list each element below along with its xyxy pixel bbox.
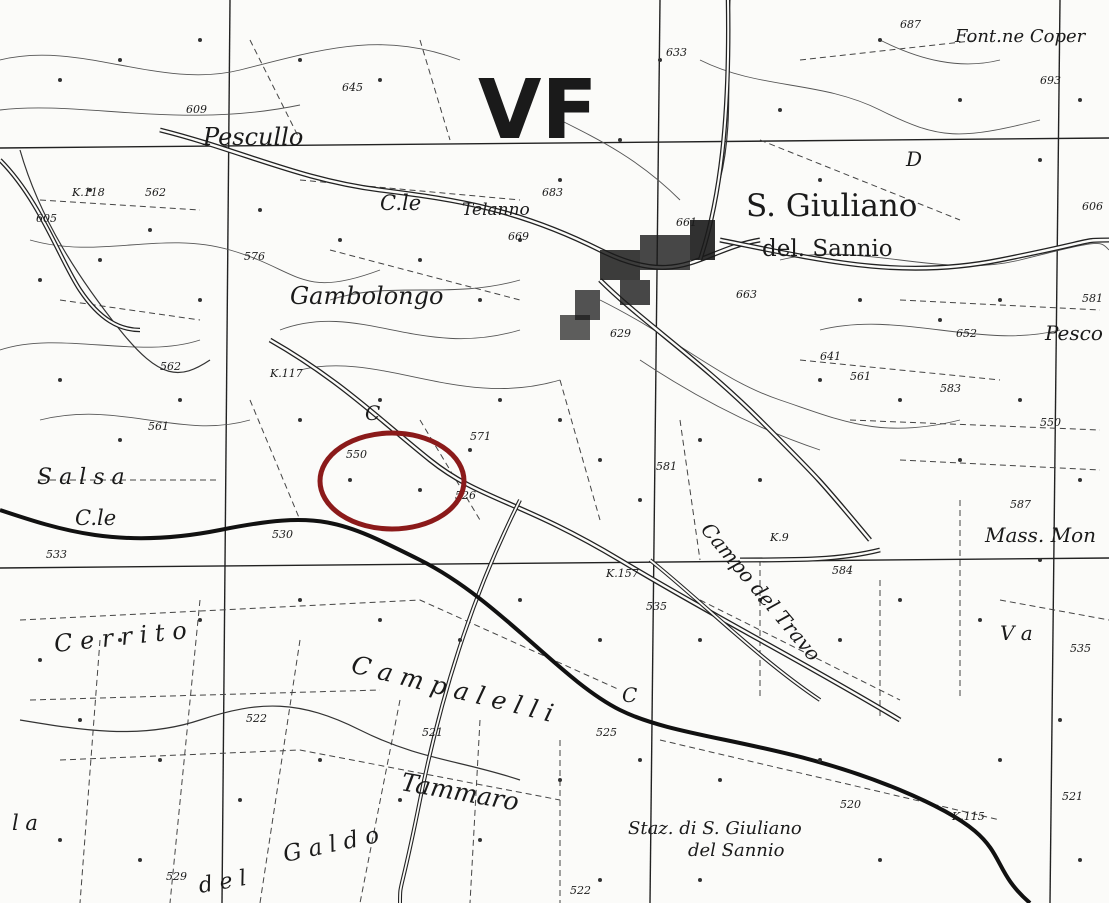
elevation-label: 609: [186, 103, 207, 116]
elevation-label: 645: [342, 81, 363, 94]
station-name-line1: Staz. di S. Giuliano: [628, 818, 802, 839]
elevation-label: 535: [1070, 642, 1091, 655]
elevation-label: 530: [272, 528, 293, 541]
elevation-label: 522: [570, 884, 591, 897]
km-marker: K.115: [951, 810, 985, 823]
elevation-label: 584: [832, 564, 853, 577]
place-name-va-fragment: V a: [1000, 621, 1033, 645]
elevation-label: 633: [666, 46, 687, 59]
elevation-label: 576: [244, 250, 265, 263]
town-blocks: [560, 220, 715, 340]
town-name-line2: del. Sannio: [762, 236, 893, 262]
station-name-line2: del Sannio: [688, 840, 785, 861]
elevation-label: 535: [646, 600, 667, 613]
place-name-mass-mon: Mass. Mon: [984, 523, 1096, 547]
elevation-label: 561: [148, 420, 169, 433]
place-name-pescullo: Pescullo: [202, 123, 303, 151]
elevation-label: 520: [840, 798, 861, 811]
elevation-label: 693: [1040, 74, 1061, 87]
elevation-label: 581: [656, 460, 677, 473]
elevation-label: 562: [160, 360, 181, 373]
place-name-la-fragment: l a: [12, 811, 38, 835]
elevation-label: 571: [470, 430, 491, 443]
elevation-label: 683: [542, 186, 563, 199]
elevation-labels: 645 609 633 687 693 605 562 576 683 661 …: [36, 18, 1103, 897]
place-name-salsa: S a l s a: [37, 465, 125, 490]
highlight-circle: [317, 430, 467, 532]
elevation-label: 641: [820, 350, 841, 363]
elevation-label: 550: [1040, 416, 1061, 429]
place-name-pesco: Pesco: [1044, 321, 1103, 345]
place-name-d-fragment: D: [905, 147, 922, 171]
place-name-cle-left: C.le: [75, 506, 116, 530]
place-name-font-coper: Font.ne Coper: [954, 26, 1087, 47]
elevation-label: 663: [736, 288, 757, 301]
elevation-label: 525: [596, 726, 617, 739]
field-boundaries: [19, 39, 1109, 903]
contour-lines: [0, 39, 1109, 451]
elevation-label: 587: [1010, 498, 1031, 511]
elevation-label: 521: [422, 726, 443, 739]
elevation-label: 687: [900, 18, 921, 31]
elevation-label: 661: [676, 216, 697, 229]
town-name-line1: S. Giuliano: [746, 188, 917, 224]
place-name-c-fragment: C: [622, 683, 637, 707]
elevation-label: 529: [166, 870, 187, 883]
place-name-telanno: Telanno: [462, 200, 530, 220]
km-marker: K.157: [605, 567, 639, 580]
elevation-label: 629: [610, 327, 631, 340]
elevation-label: 605: [36, 212, 57, 225]
elevation-label: 583: [940, 382, 961, 395]
elevation-label: 652: [956, 327, 977, 340]
sheet-code-label: VF: [478, 63, 597, 158]
elevation-label: 521: [1062, 790, 1083, 803]
km-marker: K.118: [71, 186, 105, 199]
elevation-label: 533: [46, 548, 67, 561]
elevation-label: 550: [346, 448, 367, 461]
elevation-label: 606: [1082, 200, 1103, 213]
place-name-gambolongo: Gambolongo: [290, 282, 443, 310]
elevation-label: 562: [145, 186, 166, 199]
orchard-dots: [38, 38, 1082, 882]
elevation-label: 669: [508, 230, 529, 243]
elevation-label: 522: [246, 712, 267, 725]
place-name-costa-c: C: [365, 401, 380, 425]
km-marker: K.9: [769, 531, 789, 544]
elevation-label: 561: [850, 370, 871, 383]
railway-line: [0, 508, 1032, 903]
km-marker: K.117: [269, 367, 303, 380]
elevation-label: 581: [1082, 292, 1103, 305]
place-name-cle-top: C.le: [380, 191, 421, 215]
